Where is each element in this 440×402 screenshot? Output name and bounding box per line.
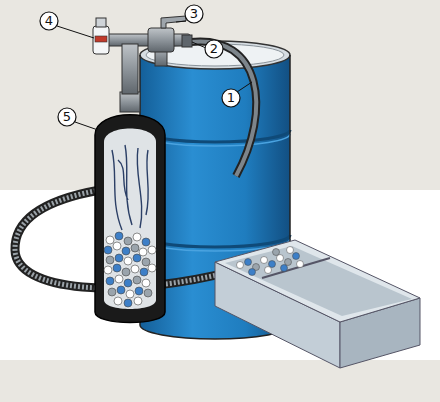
canister: [95, 92, 165, 323]
callout-circles: [40, 5, 240, 126]
tray: [215, 240, 420, 368]
callout-number: 5: [63, 110, 71, 124]
callout-number: 1: [227, 91, 235, 105]
callout-number: 4: [45, 14, 53, 28]
hose: [190, 41, 256, 176]
valve-assembly: [93, 16, 192, 94]
callout-number: 3: [190, 7, 198, 21]
leader-lines: [57, 21, 252, 130]
callout-number: 2: [210, 42, 218, 56]
